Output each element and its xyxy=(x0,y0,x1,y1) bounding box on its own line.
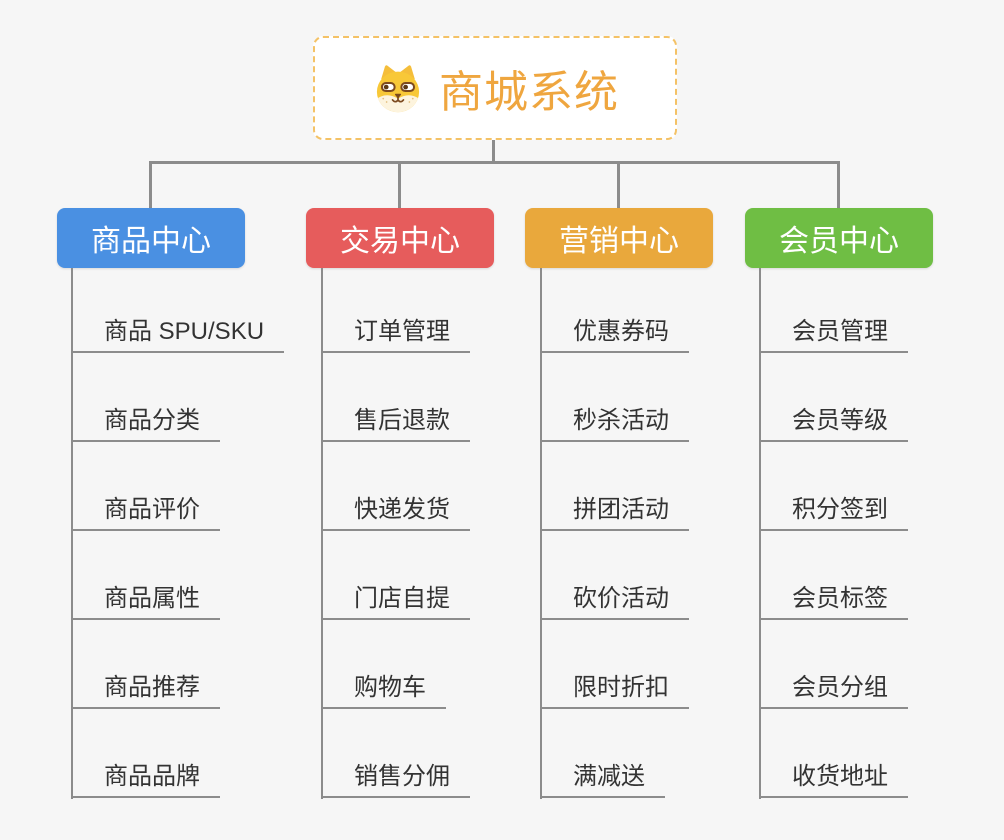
leaf-node[interactable]: 优惠券码 xyxy=(540,318,689,353)
leaf-node[interactable]: 销售分佣 xyxy=(321,763,470,798)
connector-horizontal-bus xyxy=(149,161,840,164)
leaf-node[interactable]: 售后退款 xyxy=(321,407,470,442)
branch-node-member-center[interactable]: 会员中心 xyxy=(745,208,933,268)
leaf-node[interactable]: 拼团活动 xyxy=(540,496,689,531)
leaf-node[interactable]: 会员分组 xyxy=(759,674,908,709)
connector-spine xyxy=(321,268,323,799)
branch-node-trade-center[interactable]: 交易中心 xyxy=(306,208,494,268)
connector-root-vertical xyxy=(492,140,495,163)
leaf-node[interactable]: 满减送 xyxy=(540,763,665,798)
root-node[interactable]: 商城系统 xyxy=(313,36,677,140)
leaf-node[interactable]: 会员等级 xyxy=(759,407,908,442)
leaf-node[interactable]: 收货地址 xyxy=(759,763,908,798)
root-title: 商城系统 xyxy=(439,68,619,117)
leaf-node[interactable]: 限时折扣 xyxy=(540,674,689,709)
leaf-node[interactable]: 商品分类 xyxy=(71,407,220,442)
connector-drop-branch-4 xyxy=(837,161,840,208)
leaf-node[interactable]: 砍价活动 xyxy=(540,585,689,620)
leaf-node[interactable]: 商品推荐 xyxy=(71,674,220,709)
leaf-node[interactable]: 快递发货 xyxy=(321,496,470,531)
leaf-node[interactable]: 商品评价 xyxy=(71,496,220,531)
connector-spine xyxy=(71,268,73,799)
leaf-node[interactable]: 商品属性 xyxy=(71,585,220,620)
leaf-node[interactable]: 门店自提 xyxy=(321,585,470,620)
connector-drop-branch-2 xyxy=(398,161,401,208)
connector-spine xyxy=(759,268,761,799)
branch-node-product-center[interactable]: 商品中心 xyxy=(57,208,245,268)
leaf-node[interactable]: 商品品牌 xyxy=(71,763,220,798)
leaf-node[interactable]: 会员标签 xyxy=(759,585,908,620)
leaf-node[interactable]: 订单管理 xyxy=(321,318,470,353)
connector-drop-branch-3 xyxy=(617,161,620,208)
leaf-node[interactable]: 秒杀活动 xyxy=(540,407,689,442)
branch-node-marketing-center[interactable]: 营销中心 xyxy=(525,208,713,268)
dog-face-icon xyxy=(371,64,425,113)
connector-drop-branch-1 xyxy=(149,161,152,208)
leaf-node[interactable]: 购物车 xyxy=(321,674,446,709)
leaf-node[interactable]: 会员管理 xyxy=(759,318,908,353)
connector-spine xyxy=(540,268,542,799)
leaf-node[interactable]: 积分签到 xyxy=(759,496,908,531)
leaf-node[interactable]: 商品 SPU/SKU xyxy=(71,318,285,353)
